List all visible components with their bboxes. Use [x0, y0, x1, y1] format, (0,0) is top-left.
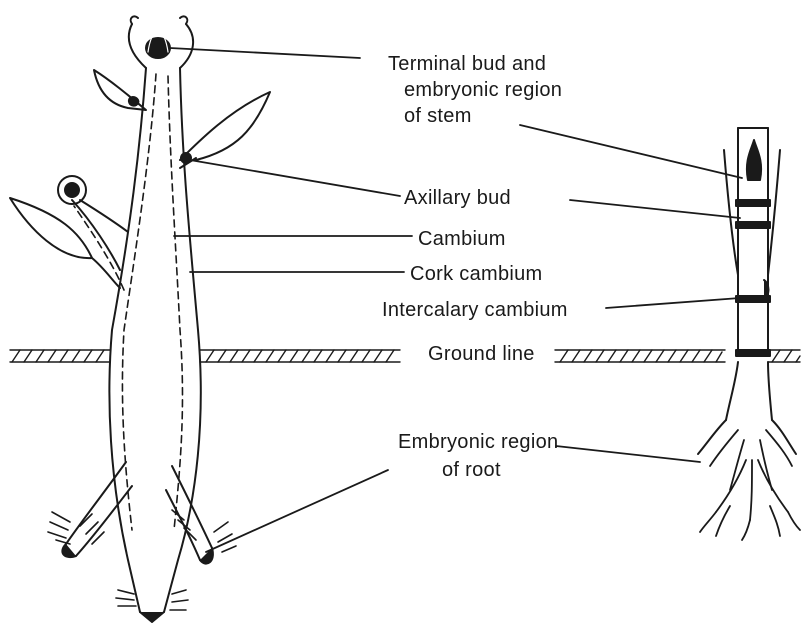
label-cork-cambium: Cork cambium [410, 262, 543, 286]
terminal-bud-leaf-right [180, 16, 187, 24]
stem-outline-right [164, 68, 201, 612]
label-ground-line: Ground line [428, 342, 535, 366]
label-embryonic-root-line1: Embryonic region [398, 430, 558, 454]
monocot-terminal-bud [747, 140, 761, 180]
monocot-sheath-left [724, 150, 738, 275]
terminal-bud-icon [146, 30, 170, 58]
leader-terminal-bud-right [520, 125, 742, 178]
leader-embryonic-root-right [556, 446, 700, 462]
monocot-underground-right [768, 362, 772, 420]
leader-axillary-bud-right [570, 200, 740, 218]
leader-axillary-bud [190, 160, 400, 196]
label-axillary-bud: Axillary bud [404, 186, 511, 210]
leader-embryonic-root [206, 470, 388, 552]
label-intercalary-cambium: Intercalary cambium [382, 298, 568, 322]
monocot-sheath-right [768, 150, 780, 275]
label-terminal-bud-line1: Terminal bud and [388, 52, 546, 76]
axillary-bud-upper-left [129, 97, 138, 106]
stem-outline-left [109, 68, 146, 612]
monocot-underground-left [726, 362, 738, 420]
monocot-fibrous-roots [700, 430, 800, 540]
cambium-dashed-right [168, 76, 182, 530]
leader-intercalary [606, 298, 740, 308]
lower-left-leaf [10, 198, 92, 258]
label-terminal-bud-line2: embryonic region [404, 78, 562, 102]
terminal-bud-leaf-left [131, 16, 138, 24]
branch-bud-core [65, 183, 79, 197]
leader-terminal-bud [170, 48, 360, 58]
label-cambium: Cambium [418, 227, 506, 251]
root-tip [140, 612, 164, 622]
monocot-axillary-bud [764, 280, 769, 298]
branch-left-upper [80, 200, 128, 232]
right-leaf [180, 92, 270, 160]
ground-line-hatching [10, 350, 800, 362]
axillary-bud-right [181, 153, 191, 163]
branch-cambium-dashed [74, 206, 124, 290]
monocot-root-branch-right-upper [772, 420, 796, 454]
monocot-plant-drawing [698, 128, 800, 540]
dicot-plant-drawing [10, 16, 270, 622]
monocot-nodes [736, 200, 770, 356]
label-terminal-bud-line3: of stem [404, 104, 472, 128]
lateral-root-left-tip [62, 544, 76, 557]
label-embryonic-root-line2: of root [442, 458, 501, 482]
